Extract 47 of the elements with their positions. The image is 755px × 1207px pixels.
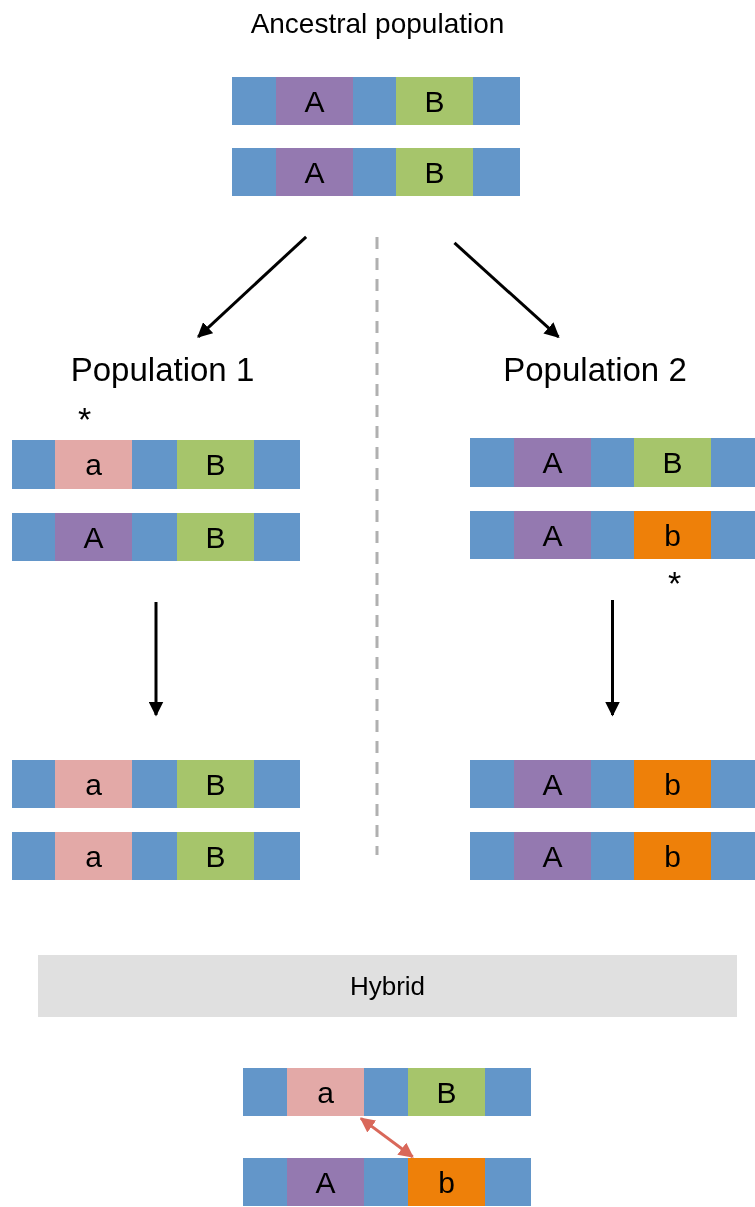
gene-segment: A: [276, 148, 353, 196]
gene-segment: B: [396, 148, 473, 196]
gene-segment: B: [177, 832, 254, 880]
gene-segment: a: [55, 440, 132, 489]
gene-segment: b: [634, 511, 711, 559]
population-title: Population 1: [40, 345, 285, 395]
gene-segment: b: [408, 1158, 485, 1206]
chromosome-bar: [232, 148, 520, 196]
gene-segment: A: [514, 511, 591, 559]
gene-segment: B: [396, 77, 473, 125]
arrow: [148, 602, 164, 717]
asterisk-mark: *: [78, 402, 92, 436]
gene-segment: a: [55, 832, 132, 880]
gene-segment: A: [276, 77, 353, 125]
gene-segment: B: [177, 513, 254, 561]
chromosome-bar: [12, 440, 300, 489]
chromosome-bar: [470, 760, 755, 808]
hybrid-band: Hybrid: [38, 955, 737, 1017]
chromosome-bar: [12, 760, 300, 808]
gene-segment: A: [287, 1158, 364, 1206]
gene-segment: B: [177, 760, 254, 808]
gene-segment: A: [514, 438, 591, 487]
arrow: [605, 600, 620, 717]
chromosome-bar: [470, 832, 755, 880]
arrow: [359, 1117, 414, 1158]
chromosome-bar: [243, 1068, 531, 1116]
chromosome-bar: [12, 832, 300, 880]
arrow: [197, 235, 308, 338]
gene-segment: B: [177, 440, 254, 489]
chromosome-bar: [470, 438, 755, 487]
chromosome-bar: [232, 77, 520, 125]
arrow: [453, 241, 560, 339]
gene-segment: A: [55, 513, 132, 561]
population-title: Population 2: [470, 345, 720, 395]
gene-segment: A: [514, 832, 591, 880]
population-title: Ancestral population: [200, 2, 555, 46]
gene-segment: B: [634, 438, 711, 487]
asterisk-mark: *: [668, 566, 682, 600]
gene-segment: b: [634, 832, 711, 880]
chromosome-bar: [12, 513, 300, 561]
gene-segment: a: [55, 760, 132, 808]
gene-segment: a: [287, 1068, 364, 1116]
gene-segment: B: [408, 1068, 485, 1116]
gene-segment: A: [514, 760, 591, 808]
gene-segment: b: [634, 760, 711, 808]
chromosome-bar: [243, 1158, 531, 1206]
chromosome-bar: [470, 511, 755, 559]
